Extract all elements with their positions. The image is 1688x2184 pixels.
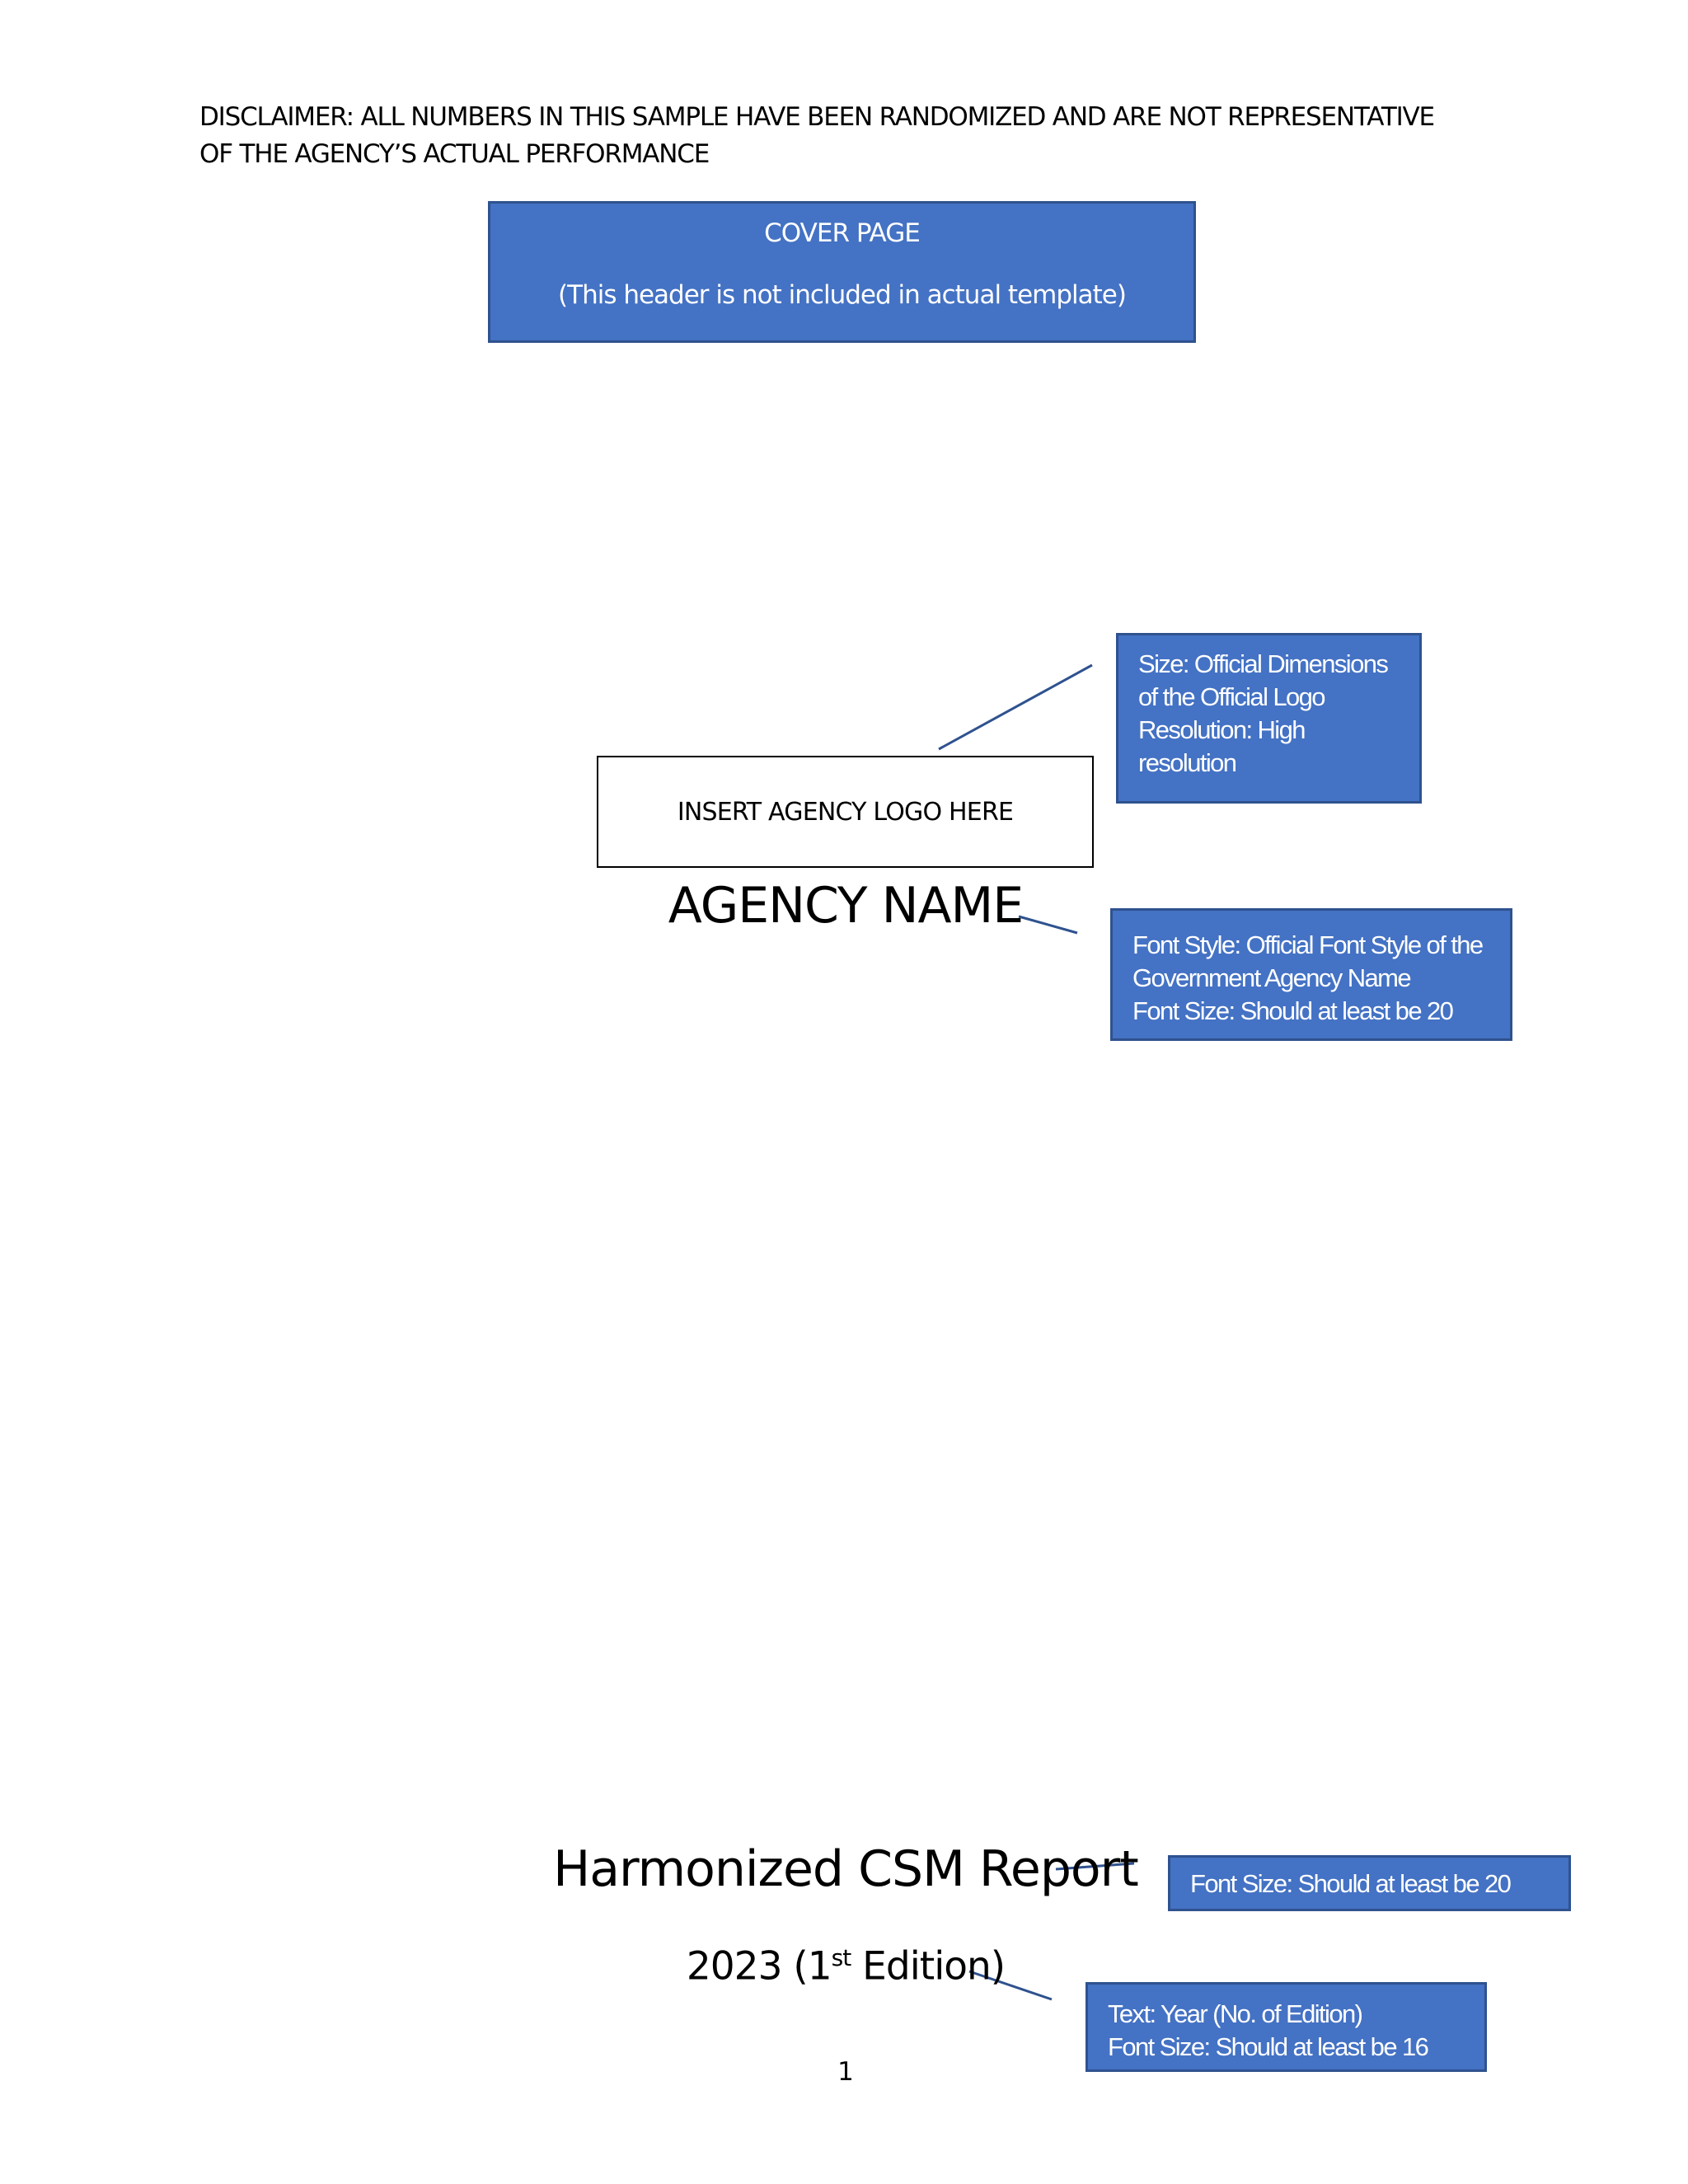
title-callout: Font Size: Should at least be 20 (1168, 1855, 1571, 1911)
callout-line: Government Agency Name (1132, 963, 1412, 992)
callout-line: of the Official Logo (1138, 682, 1326, 711)
disclaimer: DISCLAIMER: ALL NUMBERS IN THIS SAMPLE H… (199, 99, 1435, 173)
logo-callout-connector (938, 663, 1093, 751)
logo-placeholder-text: INSERT AGENCY LOGO HERE (677, 797, 1014, 827)
agency-name: AGENCY NAME (668, 877, 1024, 935)
edition-callout-connector (968, 1970, 1053, 2001)
page-number: 1 (837, 2057, 854, 2087)
report-title: Harmonized CSM Report (553, 1840, 1139, 1898)
disclaimer-line-1: DISCLAIMER: ALL NUMBERS IN THIS SAMPLE H… (199, 102, 1435, 132)
cover-page-subtitle: (This header is not included in actual t… (558, 280, 1127, 310)
cover-page-header: COVER PAGE (This header is not included … (488, 201, 1196, 343)
disclaimer-line-2: OF THE AGENCY’S ACTUAL PERFORMANCE (199, 139, 710, 169)
agency-name-callout-connector (1018, 915, 1078, 935)
callout-line: Font Size: Should at least be 20 (1190, 1869, 1512, 1898)
edition-callout: Text: Year (No. of Edition) Font Size: S… (1085, 1982, 1487, 2072)
callout-line: Resolution: High (1138, 715, 1306, 744)
callout-line: resolution (1138, 748, 1237, 777)
callout-line: Size: Official Dimensions (1138, 649, 1389, 678)
edition-line: 2023 (1st Edition) (0, 1933, 1688, 1992)
callout-line: Text: Year (No. of Edition) (1108, 1999, 1363, 2028)
title-callout-connector (1055, 1862, 1135, 1871)
logo-callout: Size: Official Dimensions of the Officia… (1116, 633, 1422, 804)
edition-year: 2023 (1 (686, 1943, 832, 1990)
edition-superscript: st (831, 1944, 852, 1971)
callout-line: Font Size: Should at least be 20 (1132, 996, 1454, 1025)
callout-line: Font Size: Should at least be 16 (1108, 2032, 1429, 2061)
agency-name-callout: Font Style: Official Font Style of the G… (1110, 908, 1512, 1041)
cover-page-title: COVER PAGE (764, 218, 921, 248)
callout-line: Font Style: Official Font Style of the (1132, 930, 1484, 959)
agency-logo-placeholder: INSERT AGENCY LOGO HERE (597, 756, 1094, 868)
edition-suffix: Edition) (851, 1943, 1006, 1990)
